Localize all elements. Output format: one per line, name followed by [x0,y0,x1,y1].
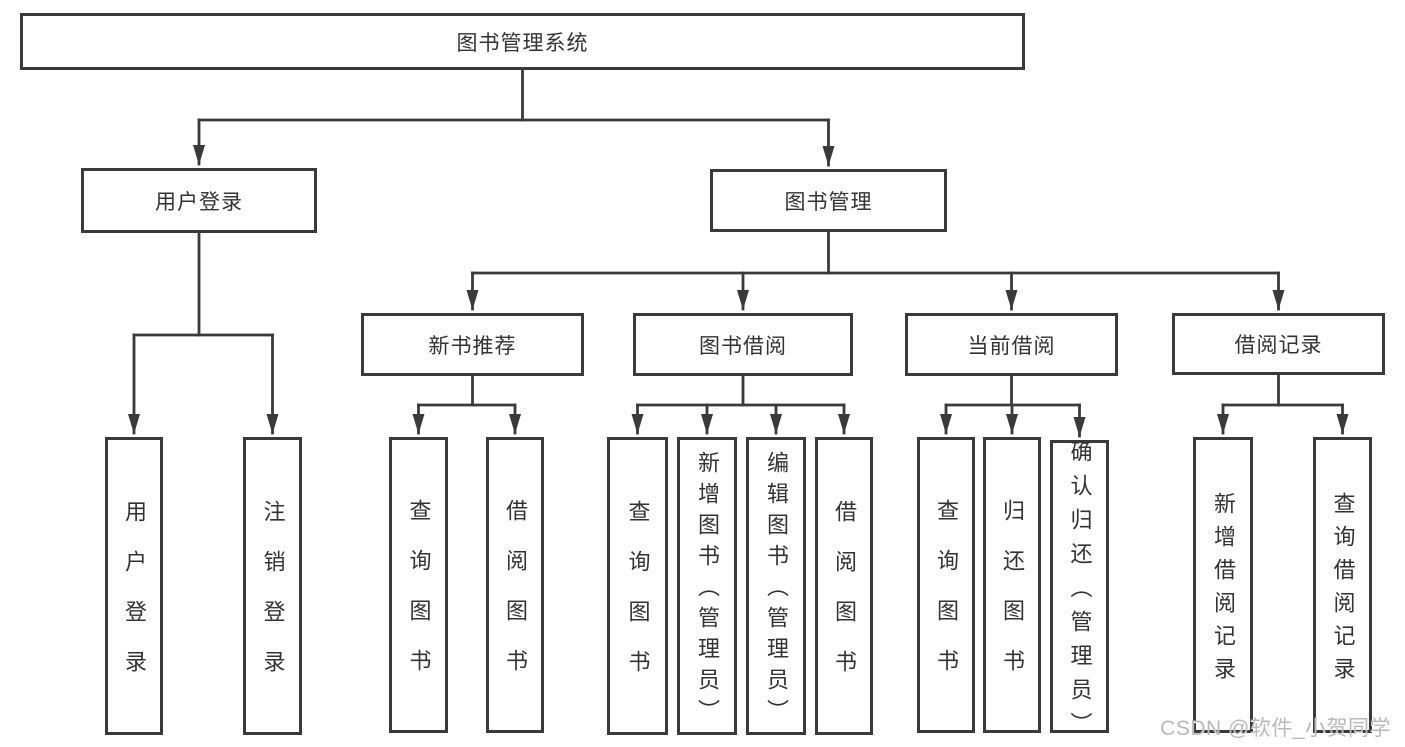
node-label: 查询借阅记录 [1330,491,1356,690]
node-label: 用户登录 [155,190,243,214]
node-label: 图书管理 [784,190,873,214]
node-label: 归还图书 [1000,499,1025,699]
node-label: 借阅图书 [832,500,857,700]
leaf-bb-query-books: 查询图书 [607,437,668,735]
connector-current-borrowing-to-leaves [940,374,1086,438]
node-label: 新书推荐 [428,334,517,358]
leaf-bb-add-books-admin: 新增图书（管理员） [677,437,737,735]
connector-book-management-to-sections [466,230,1285,311]
node-label: 注销登录 [260,500,286,700]
connector-new-book-recommend-to-leaves [412,374,521,435]
leaf-cb-query-books: 查询图书 [917,437,975,733]
leaf-cb-confirm-return-admin: 确认归还（管理员） [1050,440,1109,746]
node-label: 借阅记录 [1234,334,1323,357]
leaf-cb-return-books: 归还图书 [983,437,1041,733]
node-new-book-recommend: 新书推荐 [361,313,584,376]
leaf-logout: 注销登录 [243,437,302,735]
leaf-br-add-record: 新增借阅记录 [1193,437,1253,733]
node-label: 查询图书 [625,500,651,700]
node-label: 查询图书 [406,499,432,699]
connector-user-login-to-leaves [128,231,279,435]
node-book-management: 图书管理 [710,169,947,232]
node-label: 图书借阅 [699,334,787,358]
node-root: 图书管理系统 [20,13,1025,70]
node-book-borrowing: 图书借阅 [633,313,853,376]
node-current-borrowing: 当前借阅 [905,313,1118,376]
leaf-bb-edit-books-admin: 编辑图书（管理员） [746,437,806,735]
leaf-bb-borrow-books: 借阅图书 [815,437,873,735]
leaf-user-login: 用户登录 [105,437,163,735]
node-label: 用户登录 [122,500,147,700]
connector-borrowing-records-to-leaves [1217,373,1349,435]
node-label: 新增图书（管理员） [695,451,720,730]
node-user-login-branch: 用户登录 [81,168,317,233]
node-label: 确认归还（管理员） [1067,439,1093,746]
node-borrowing-records: 借阅记录 [1172,313,1385,375]
leaf-nb-borrow-books: 借阅图书 [486,437,544,733]
leaf-nb-query-books: 查询图书 [389,437,448,733]
node-label: 当前借阅 [967,334,1056,358]
connector-root-to-level2 [193,68,835,167]
node-label: 查询图书 [934,499,959,699]
node-label: 图书管理系统 [456,31,589,55]
connector-book-borrowing-to-leaves [631,374,850,435]
csdn-watermark: CSDN @软件_小贺同学 [1160,717,1391,740]
leaf-br-query-record: 查询借阅记录 [1313,437,1372,733]
node-label: 编辑图书（管理员） [764,451,789,730]
node-label: 新增借阅记录 [1211,491,1236,690]
node-label: 借阅图书 [503,499,528,699]
